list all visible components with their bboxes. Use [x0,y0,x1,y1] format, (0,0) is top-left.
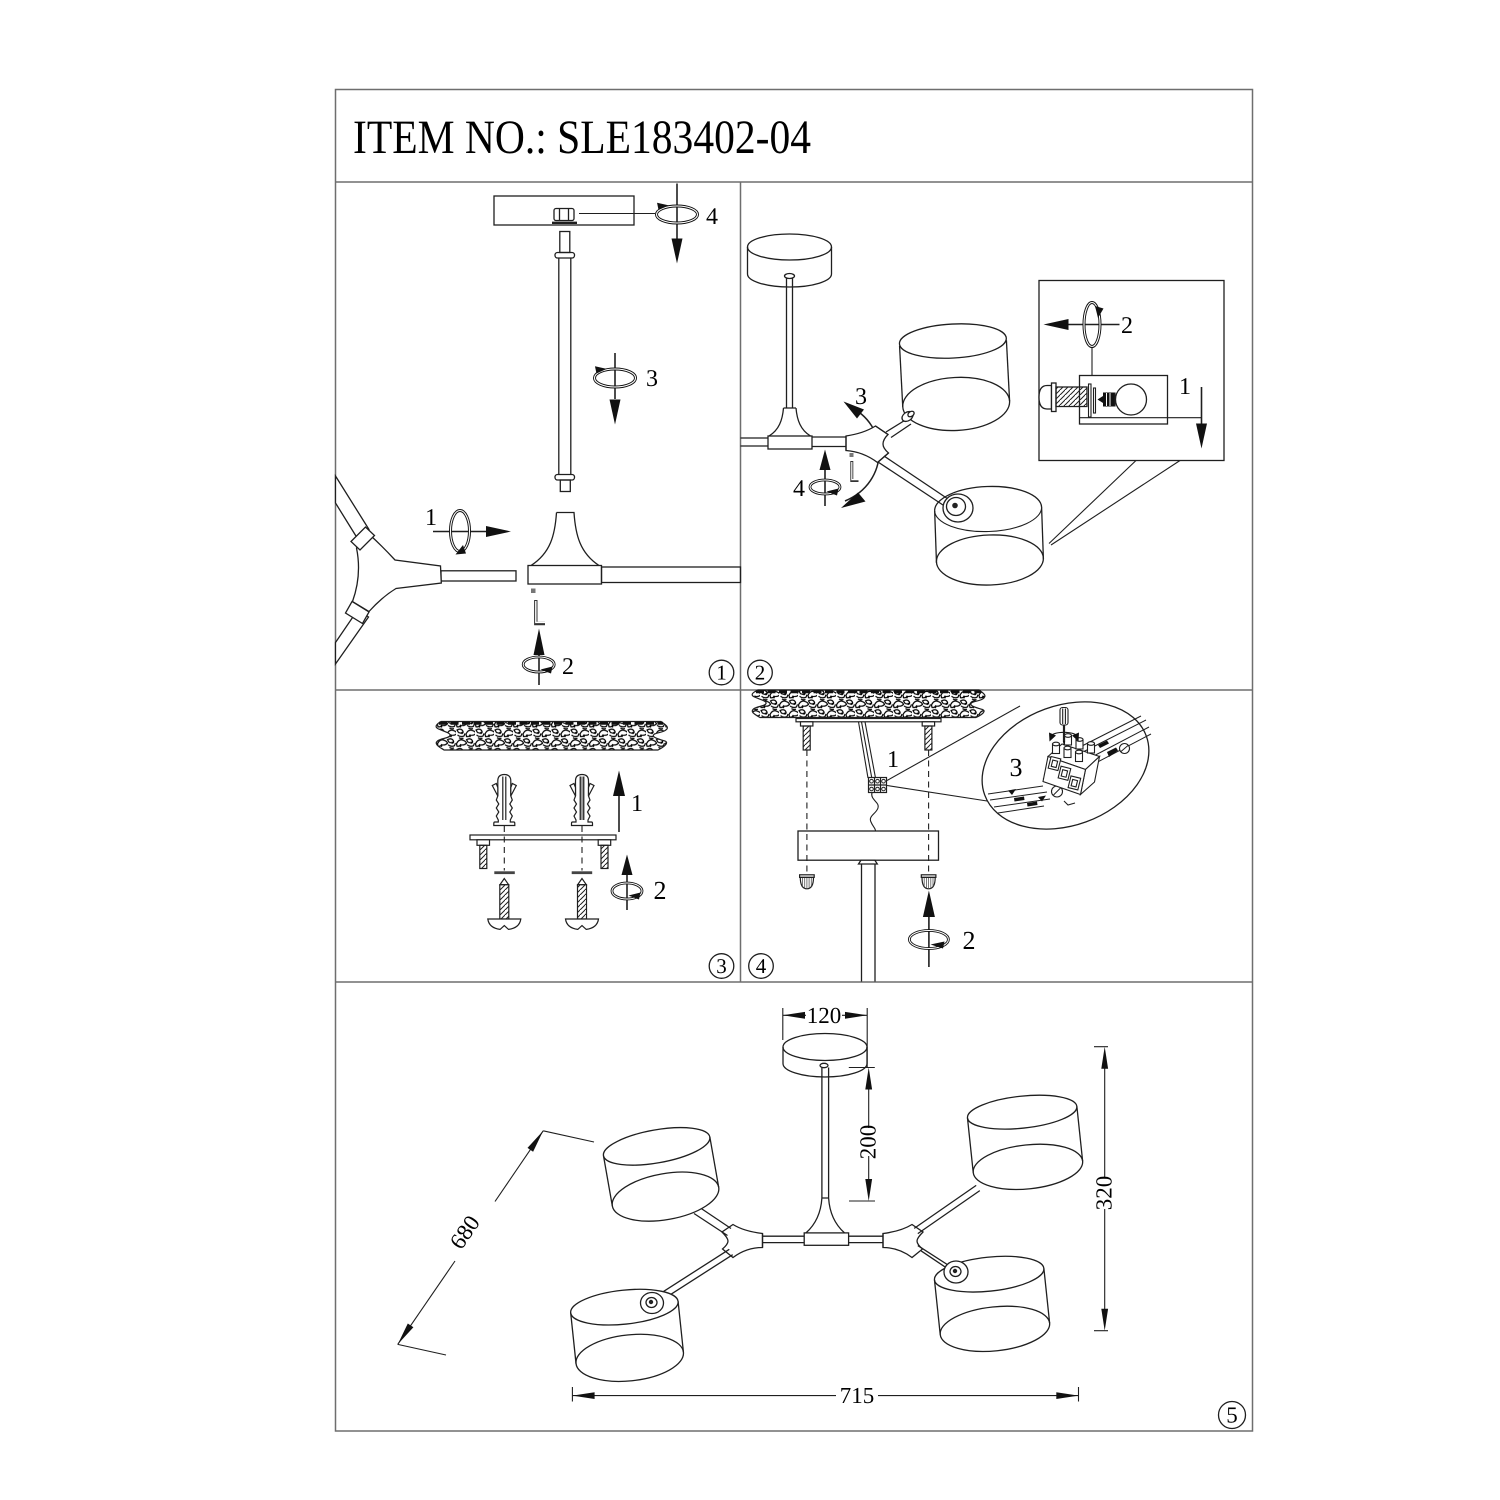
svg-text:3: 3 [855,384,867,410]
svg-text:715: 715 [840,1383,875,1408]
svg-text:2: 2 [654,876,667,905]
svg-text:ITEM NO.: SLE183402-04: ITEM NO.: SLE183402-04 [353,111,811,164]
svg-text:2: 2 [562,654,574,680]
svg-text:2: 2 [1121,313,1133,339]
svg-text:200: 200 [856,1125,881,1160]
svg-text:1: 1 [631,791,643,817]
svg-text:120: 120 [807,1003,842,1028]
svg-text:1: 1 [1179,374,1191,400]
svg-text:4: 4 [756,954,767,978]
svg-text:5: 5 [1226,1403,1238,1428]
svg-text:1: 1 [716,661,727,685]
svg-text:3: 3 [1010,753,1023,782]
svg-text:4: 4 [793,476,805,502]
svg-text:3: 3 [716,954,727,978]
svg-text:2: 2 [963,926,976,955]
svg-text:1: 1 [425,505,437,531]
svg-text:4: 4 [706,204,718,230]
svg-text:1: 1 [887,747,899,773]
svg-text:320: 320 [1092,1176,1117,1211]
svg-text:3: 3 [646,366,658,392]
svg-text:2: 2 [755,661,766,685]
